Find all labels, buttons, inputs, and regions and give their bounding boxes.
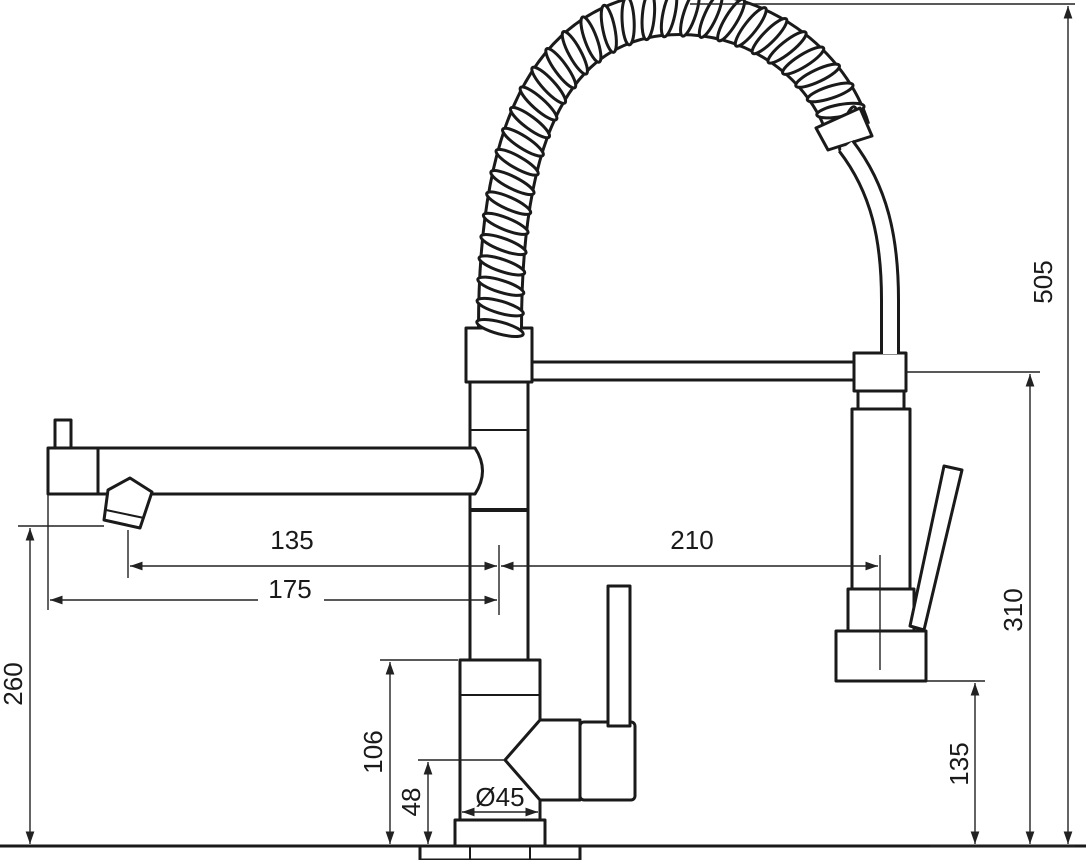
coil-turn bbox=[560, 30, 589, 76]
dim-label-106: 106 bbox=[358, 730, 388, 773]
coil-turn bbox=[733, 6, 768, 48]
dim-base-diameter: Ø45 bbox=[462, 782, 538, 817]
dim-spout-reach-inner: 135 bbox=[127, 525, 497, 578]
dim-spray-tip-height: 135 bbox=[926, 680, 985, 844]
coil-turn bbox=[489, 169, 536, 197]
dim-spout-reach-outer: 175 bbox=[47, 494, 497, 610]
coil-turn bbox=[781, 45, 826, 76]
coil-turn bbox=[475, 317, 525, 339]
dim-spray-reach: 210 bbox=[501, 525, 881, 670]
faucet-base bbox=[418, 818, 582, 860]
coil-turn bbox=[620, 0, 636, 47]
coil-turn bbox=[544, 47, 578, 90]
coil-turn bbox=[659, 0, 679, 39]
coil-turn bbox=[579, 15, 603, 64]
dim-label-210: 210 bbox=[670, 525, 713, 555]
dim-label-diameter: Ø45 bbox=[475, 782, 524, 812]
dim-label-135-vertical: 135 bbox=[944, 742, 974, 785]
coil-turn bbox=[530, 65, 568, 105]
spring-end-cap bbox=[814, 106, 874, 152]
spray-hose bbox=[837, 139, 900, 354]
coil-turn bbox=[479, 233, 528, 257]
coil-turn bbox=[501, 126, 545, 158]
coil-turn bbox=[476, 275, 526, 297]
dim-label-260: 260 bbox=[0, 662, 28, 705]
riser-column bbox=[468, 378, 530, 662]
coil-turn bbox=[716, 0, 746, 43]
dim-label-310: 310 bbox=[998, 588, 1028, 631]
coil-turn bbox=[518, 85, 559, 122]
column-collar bbox=[464, 326, 534, 384]
dim-overall-height: 505 bbox=[690, 3, 1075, 847]
dim-label-135-horizontal: 135 bbox=[270, 525, 313, 555]
coil-turn bbox=[475, 296, 525, 318]
coil-turn bbox=[679, 0, 701, 38]
coil-turn bbox=[794, 62, 841, 89]
spray-head bbox=[834, 389, 964, 683]
coil-turn bbox=[599, 3, 618, 54]
dim-spray-mount-height: 310 bbox=[906, 371, 1040, 844]
swivel-spout bbox=[46, 418, 484, 530]
coil-turn bbox=[766, 30, 808, 65]
coil-turn bbox=[805, 81, 855, 104]
spray-support-arm bbox=[530, 351, 908, 393]
faucet-body bbox=[458, 584, 637, 822]
dim-base-height: 48 bbox=[396, 759, 505, 844]
coil-turn bbox=[481, 211, 530, 236]
coil-turn bbox=[477, 254, 527, 277]
coil-turn bbox=[508, 105, 552, 140]
coil-turn bbox=[494, 147, 540, 177]
spring-coil bbox=[475, 0, 871, 339]
coil-turn bbox=[750, 16, 789, 56]
dim-body-height: 106 bbox=[358, 659, 458, 844]
dim-label-505: 505 bbox=[1028, 260, 1058, 303]
coil-turn bbox=[485, 190, 533, 216]
dim-spout-height: 260 bbox=[0, 525, 104, 844]
coil-turn bbox=[640, 0, 657, 42]
dim-label-175: 175 bbox=[268, 574, 311, 604]
dim-label-48: 48 bbox=[396, 788, 426, 817]
